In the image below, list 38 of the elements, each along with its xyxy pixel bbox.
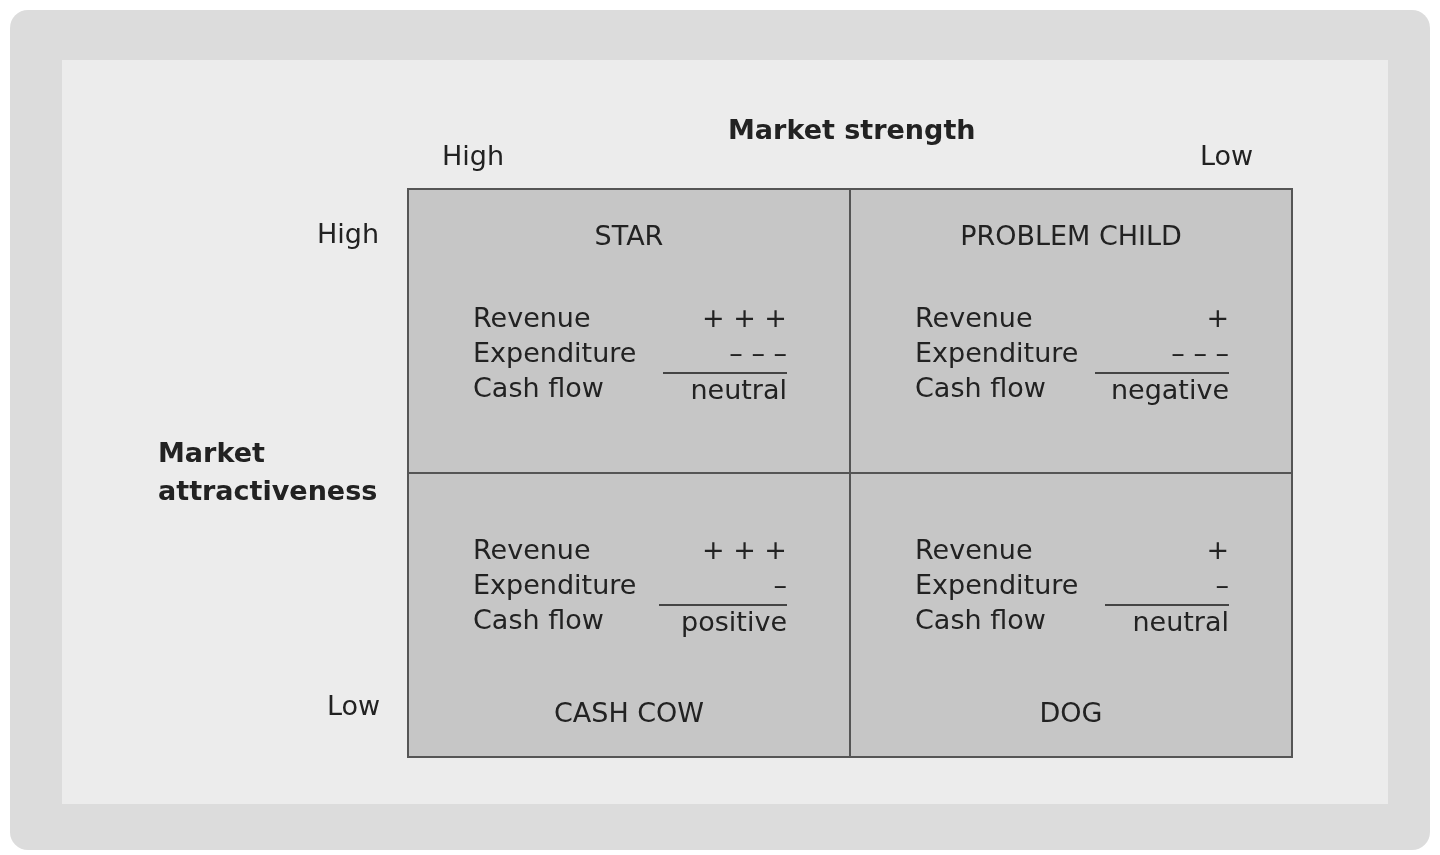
row-label: Expenditure [915, 569, 1080, 600]
quadrant-title: PROBLEM CHILD [959, 220, 1183, 251]
quadrant-title: DOG [1038, 697, 1104, 728]
axis-level-label: Low [327, 690, 381, 721]
row-value: negative [1094, 372, 1229, 405]
row-label: Expenditure [473, 569, 638, 600]
matrix-quadrant [849, 188, 1293, 474]
axis-level-label: Low [1200, 140, 1254, 171]
row-value: – [1214, 569, 1229, 600]
axis-title: Market strength [728, 114, 976, 145]
axis-level-label: High [442, 140, 505, 171]
row-label: Cash flow [473, 604, 605, 637]
row-value: positive [658, 604, 787, 637]
row-label: Expenditure [473, 337, 638, 368]
row-value: + + + [700, 302, 787, 333]
axis-level-label: High [317, 218, 380, 249]
matrix-quadrant [407, 472, 851, 758]
quadrant-title: STAR [593, 220, 665, 251]
row-value: – – – [1170, 337, 1229, 368]
row-label: Revenue [473, 302, 592, 333]
axis-title: Market attractiveness [158, 436, 379, 508]
row-label: Revenue [915, 534, 1034, 565]
row-value: + + + [700, 534, 787, 565]
matrix-quadrant [849, 472, 1293, 758]
row-value: + [1205, 302, 1229, 333]
row-value: – – – [728, 337, 787, 368]
row-value: – [772, 569, 787, 600]
row-label: Expenditure [915, 337, 1080, 368]
row-label: Cash flow [915, 604, 1047, 637]
row-label: Cash flow [915, 372, 1047, 405]
row-value: + [1205, 534, 1229, 565]
row-value: neutral [663, 372, 787, 405]
quadrant-title: CASH COW [552, 697, 706, 728]
row-label: Revenue [915, 302, 1034, 333]
matrix-quadrant [407, 188, 851, 474]
row-value: neutral [1105, 604, 1229, 637]
row-label: Cash flow [473, 372, 605, 405]
row-label: Revenue [473, 534, 592, 565]
